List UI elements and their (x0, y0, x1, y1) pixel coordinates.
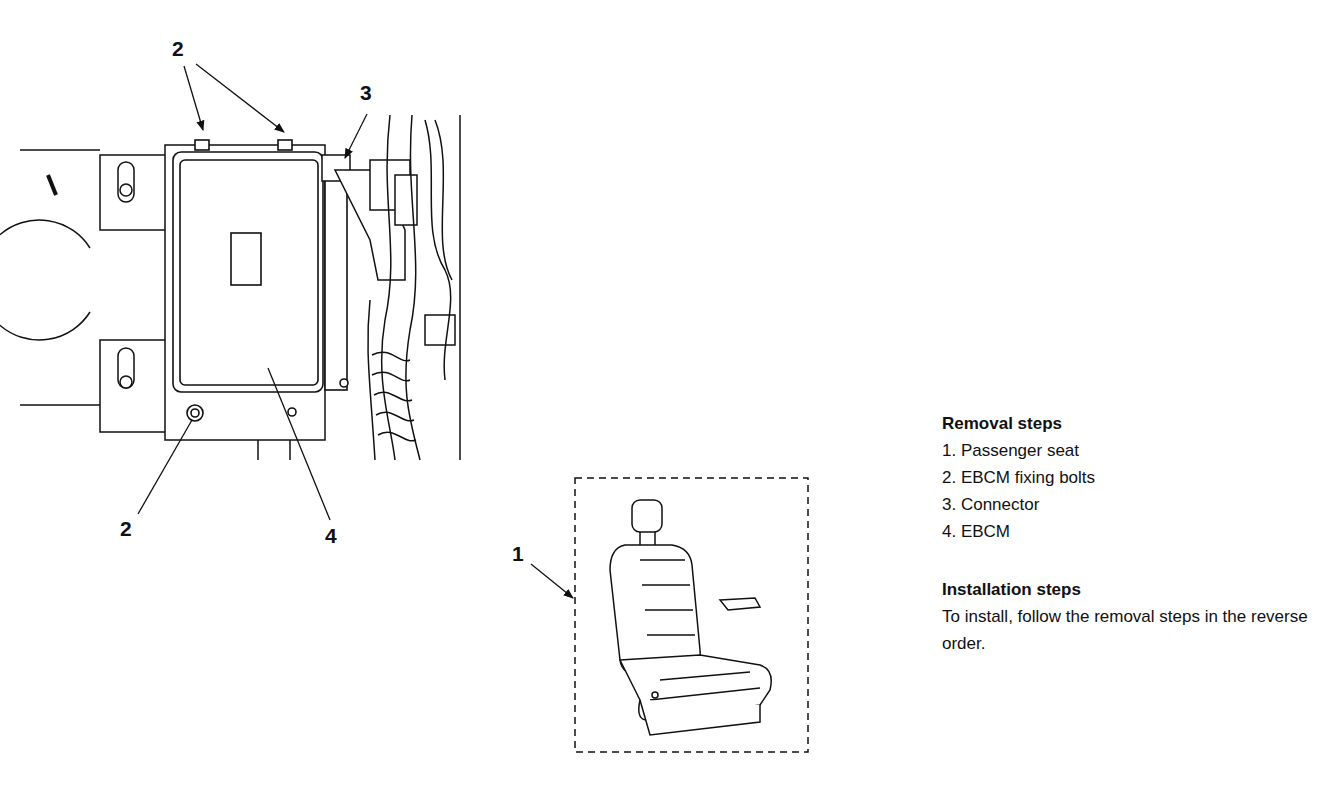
step-text: 2. EBCM fixing bolts (942, 468, 1095, 488)
section-heading: Removal steps (942, 414, 1062, 434)
step-text: 1. Passenger seat (942, 441, 1079, 461)
callout-number: 2 (120, 516, 132, 541)
callout-number: 2 (172, 36, 184, 61)
connector (322, 155, 417, 280)
ebcm-unit (173, 140, 348, 421)
callout-number: 1 (512, 541, 524, 566)
leader-lines (138, 64, 573, 598)
step-text: 3. Connector (942, 495, 1039, 515)
seat-frame (575, 478, 808, 752)
wire-harness (368, 115, 460, 460)
section-heading: Installation steps (942, 580, 1081, 600)
callout-number: 3 (360, 80, 372, 105)
callout-number: 4 (325, 523, 337, 548)
seat-figure (610, 500, 771, 735)
step-text: 4. EBCM (942, 522, 1010, 542)
bracket (100, 145, 325, 440)
note-text: To install, follow the removal steps in … (942, 603, 1338, 657)
